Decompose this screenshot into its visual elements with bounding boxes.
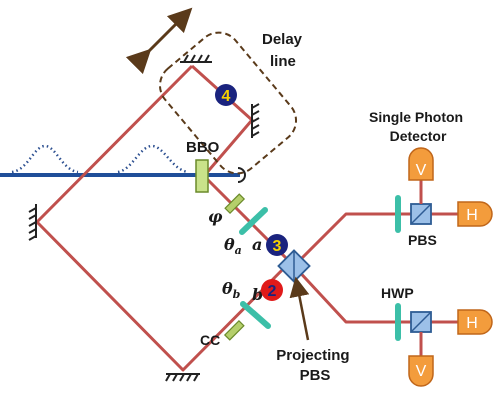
detector-upper-v: V xyxy=(408,147,434,181)
mirror-bottom xyxy=(165,373,200,382)
theta-a-label: θa xyxy=(224,235,242,257)
mirror-left xyxy=(28,204,37,241)
mirror-top xyxy=(180,54,212,63)
projecting-pbs xyxy=(277,249,311,283)
detector-upper-h: H xyxy=(457,201,493,227)
bbo-label: BBO xyxy=(186,139,220,156)
cc-label: CC xyxy=(200,332,220,348)
svg-text:H: H xyxy=(466,315,478,332)
svg-text:3: 3 xyxy=(273,238,282,255)
phi-plate xyxy=(224,193,246,215)
waveplate-b xyxy=(240,301,271,329)
pbs-lower xyxy=(410,311,432,333)
svg-text:H: H xyxy=(466,207,478,224)
marker-2: 2 xyxy=(261,279,283,301)
detector-lower-h: H xyxy=(457,309,493,335)
detector-lower-v: V xyxy=(408,355,434,387)
path-a-label: a xyxy=(252,235,262,254)
hwp-label: HWP xyxy=(381,285,414,301)
bbo-crystal xyxy=(195,159,209,193)
svg-text:V: V xyxy=(416,162,427,179)
pbs-upper-label: PBS xyxy=(408,232,437,248)
pbs-upper xyxy=(410,203,432,225)
projecting-pbs-label: Projecting PBS xyxy=(276,347,354,384)
path-b-label: b xyxy=(252,285,263,304)
delay-arrow xyxy=(125,7,193,75)
cc-plate xyxy=(223,319,245,341)
pump-pulse-left xyxy=(11,144,79,174)
marker-3: 3 xyxy=(266,234,288,256)
waveplate-a xyxy=(239,207,268,235)
delay-line-label: Delay line xyxy=(262,31,306,70)
phi-label: φ xyxy=(208,207,223,226)
theta-b-label: θb xyxy=(222,279,241,301)
svg-text:2: 2 xyxy=(268,283,277,300)
beam-dump xyxy=(237,167,246,183)
svg-text:4: 4 xyxy=(222,88,231,105)
pump-pulse-right xyxy=(117,144,189,174)
detector-label: Single Photon Detector xyxy=(369,109,467,144)
mirror-right xyxy=(251,103,260,138)
marker-4: 4 xyxy=(215,84,237,106)
projecting-pbs-arrow xyxy=(289,276,310,341)
svg-text:V: V xyxy=(416,363,427,380)
